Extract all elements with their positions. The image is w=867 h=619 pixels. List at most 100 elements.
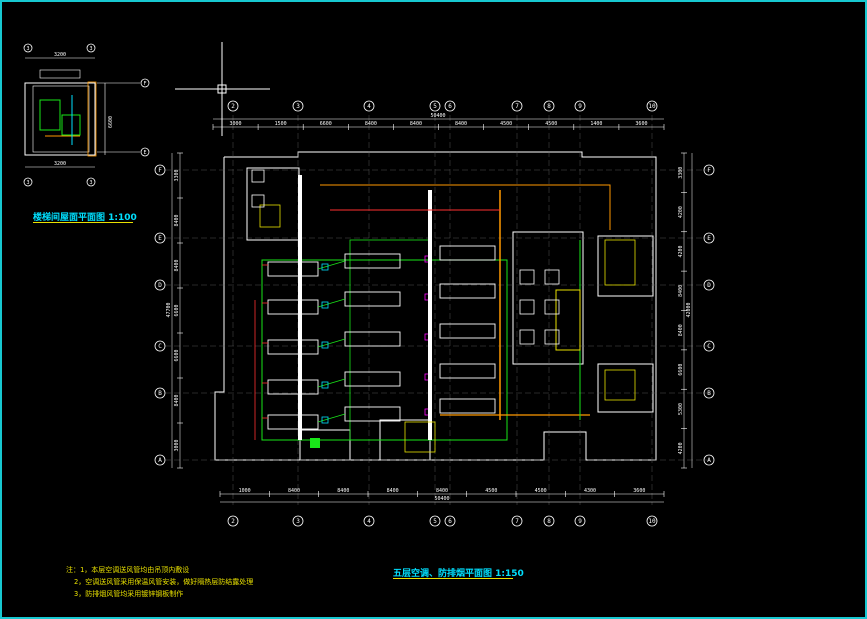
col-axis-label: 9 (578, 103, 582, 110)
dimension-strings: 3000 1500 6600 8400 8400 8400 4500 4500 1400 3600… (166, 113, 693, 503)
bottom-dim-value: 3600 (633, 488, 645, 494)
bottom-dim-value: 4500 (485, 488, 497, 494)
col-axis-label: 5 (433, 103, 437, 110)
duct-branch-left (267, 414, 319, 430)
left-dim-value: 8400 (174, 259, 180, 271)
col-axis-bubble (444, 100, 456, 112)
row-axis-bubble (154, 454, 166, 466)
stair-axis-row-f: F (143, 81, 146, 87)
duct-branch-mid (344, 371, 401, 387)
top-dim-value: 8400 (455, 121, 467, 127)
row-axis-label: A (707, 457, 711, 464)
row-axis-label: F (707, 167, 711, 174)
main-plan-title: 五层空调、防排烟平面图 1:150 (393, 569, 524, 579)
duct-branch-mid (344, 406, 401, 422)
right-dim-value: 6600 (678, 364, 684, 376)
row-axis-bubble (703, 387, 715, 399)
col-axis-bubble (292, 515, 304, 527)
diffuser (321, 301, 329, 309)
col-axis-label: 8 (547, 103, 551, 110)
top-dim-value: 1500 (275, 121, 287, 127)
bottom-dim-value: 8400 (337, 488, 349, 494)
col-axis-bubble (227, 515, 239, 527)
col-axis-label: 7 (515, 103, 519, 110)
main-title-underline (393, 578, 513, 579)
note-1: 注：1，本层空调送风管均由吊顶内敷设 (66, 566, 190, 574)
col-axis-bubble (646, 515, 658, 527)
col-axis-bubble (429, 515, 441, 527)
shaft-cell (544, 329, 560, 345)
supply-zone-inner (349, 239, 431, 441)
right-dim-value: 3300 (678, 167, 684, 179)
building-outline (214, 151, 657, 461)
col-axis-bubble (543, 515, 555, 527)
diffuser (321, 341, 329, 349)
row-axis-label: D (707, 282, 711, 289)
col-axis-bubble (363, 100, 375, 112)
col-axis-label: 7 (515, 518, 519, 525)
supply-connector (317, 338, 346, 348)
stair-hatch-right (604, 239, 636, 286)
col-axis-label: 10 (648, 103, 656, 110)
col-axis-bubble (292, 100, 304, 112)
row-axis-label: F (158, 167, 162, 174)
stair-bottom-dimension: 3200 (54, 161, 66, 167)
col-axis-label: 10 (648, 518, 656, 525)
col-axis-label: 4 (367, 103, 371, 110)
bottom-total-value: 50400 (434, 496, 449, 502)
stair-hatch-lower (604, 369, 636, 401)
duct-branch-mid (344, 291, 401, 307)
right-dim-value: 5300 (678, 403, 684, 415)
col-axis-bubble (363, 515, 375, 527)
left-dim-value: 3000 (174, 439, 180, 451)
row-axis-label: B (707, 390, 711, 397)
pipe-top (320, 184, 611, 230)
duct-branch-left (267, 261, 319, 277)
left-dim-value: 8400 (174, 214, 180, 226)
bottom-dim-value: 4300 (584, 488, 596, 494)
col-axis-label: 2 (231, 103, 235, 110)
stair-axis-bubbles (23, 43, 150, 187)
row-axis-label: C (707, 343, 711, 350)
row-axis-bubble (154, 340, 166, 352)
col-axis-label: 5 (433, 518, 437, 525)
bottom-dim-value: 8400 (436, 488, 448, 494)
shaft-cell (519, 329, 535, 345)
row-axis-label: E (158, 235, 162, 242)
elevator-cell (251, 169, 265, 183)
stair-axis-row-e: E (143, 150, 146, 156)
right-dim-value: 4200 (678, 206, 684, 218)
row-axis-bubble (703, 164, 715, 176)
bottom-dim-value: 8400 (288, 488, 300, 494)
right-dim-value: 8400 (678, 324, 684, 336)
duct-network (251, 169, 636, 453)
top-dim-value: 4500 (545, 121, 557, 127)
stair-side-dimension: 6600 (108, 116, 114, 128)
duct-branch-right (439, 283, 496, 299)
col-axis-label: 8 (547, 518, 551, 525)
top-dim-value: 3600 (635, 121, 647, 127)
row-axis-bubble (154, 164, 166, 176)
stair-axis-top-left: 3 (26, 46, 29, 52)
stair-axis-bottom-left: 3 (26, 180, 29, 186)
top-dim-value: 8400 (365, 121, 377, 127)
elevator-cell (251, 194, 265, 208)
top-dim-value: 8400 (410, 121, 422, 127)
col-axis-label: 6 (448, 103, 452, 110)
duct-branch-mid (344, 253, 401, 269)
right-total-value: 42000 (686, 302, 692, 317)
top-dim-value: 1400 (590, 121, 602, 127)
col-axis-bubble (511, 100, 523, 112)
right-dim-value: 4200 (678, 245, 684, 257)
stair-plan-title: 楼梯间屋面平面图 1:100 (33, 213, 137, 223)
col-axis-bubble (429, 100, 441, 112)
supply-marker (310, 438, 320, 448)
col-axis-label: 9 (578, 518, 582, 525)
crosshair-cursor-icon (175, 42, 270, 136)
supply-connector (317, 413, 346, 423)
col-axis-label: 4 (367, 518, 371, 525)
row-axis-bubble (154, 232, 166, 244)
